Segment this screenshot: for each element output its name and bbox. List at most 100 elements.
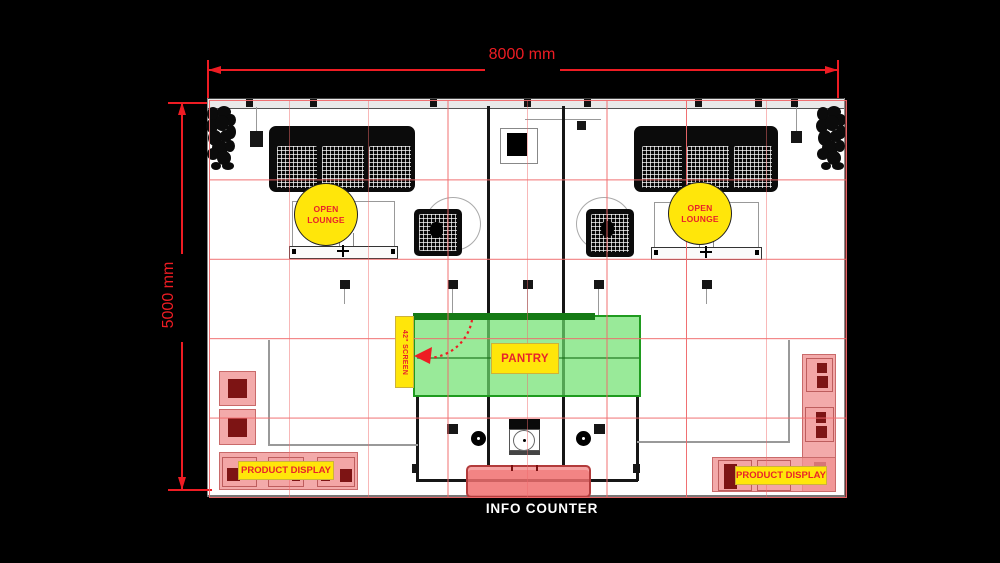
post [447, 424, 458, 434]
product-display-text: PRODUCT DISPLAY [241, 465, 331, 476]
open-lounge-label: OPEN LOUNGE [307, 204, 345, 225]
display-shelf [219, 371, 256, 406]
bench-cap [292, 249, 296, 254]
armchair-right [586, 209, 634, 257]
stool-center [477, 437, 480, 440]
sofa-seat [277, 146, 317, 188]
lounge-bench-right [651, 246, 762, 260]
stool [576, 431, 591, 446]
storage-box [507, 133, 527, 156]
post [340, 280, 350, 289]
wall-light [584, 99, 591, 107]
display-unit [805, 407, 834, 442]
extension-line [168, 489, 212, 491]
display-product [817, 376, 828, 388]
bench-center-mark [700, 246, 712, 258]
extension-line [207, 60, 209, 98]
armchair-left [414, 209, 462, 256]
post [594, 280, 604, 289]
info-counter [466, 465, 591, 498]
post [594, 424, 605, 434]
wall-light [430, 99, 437, 107]
open-lounge-badge-left: OPEN LOUNGE [294, 183, 358, 246]
counter-mark [536, 465, 538, 471]
display-product [228, 379, 247, 398]
left-wall [207, 98, 208, 497]
sofa-seat [642, 146, 682, 188]
display-product [817, 363, 827, 373]
sofa-seat [734, 146, 772, 188]
arrow-up-icon [178, 102, 186, 115]
partition-wall [562, 106, 565, 465]
width-dimension-line [560, 69, 838, 71]
display-product [816, 426, 827, 438]
bench-cap [654, 250, 658, 255]
bench-center-mark [337, 245, 349, 257]
sofa-seat [369, 146, 411, 188]
arrow-right-icon [825, 66, 838, 74]
door-swing-arrow [414, 319, 474, 364]
display-product [816, 412, 826, 423]
hanger-line [796, 107, 797, 131]
plant-icon [206, 106, 236, 170]
hanger-line [256, 107, 257, 131]
extension-line [837, 60, 839, 98]
post [448, 280, 458, 289]
pantry-label-text: PANTRY [501, 352, 549, 365]
inner-wall [637, 441, 790, 443]
post-line [598, 289, 599, 317]
display-shelf [219, 409, 256, 445]
info-counter-label: INFO COUNTER [485, 501, 599, 516]
bench-cap [391, 249, 395, 254]
armchair-cushion [601, 221, 614, 237]
post-line [706, 289, 707, 304]
hanging-panel [577, 121, 586, 130]
pantry-label: PANTRY [491, 343, 559, 374]
height-dimension-line [181, 342, 183, 490]
height-dimension-line [181, 102, 183, 254]
post [702, 280, 712, 289]
wall-corner [412, 464, 419, 473]
screen-label: 42" SCREEN [395, 316, 414, 388]
display-product [340, 469, 352, 482]
partition-wall [487, 106, 490, 465]
inner-wall [788, 340, 790, 442]
width-dimension-line [208, 69, 485, 71]
hanging-panel [250, 131, 263, 147]
post [523, 280, 533, 289]
post-line [344, 289, 345, 304]
armchair-cushion [430, 222, 443, 238]
product-display-label-right: PRODUCT DISPLAY [735, 466, 827, 485]
height-dimension-label: 5000 mm [160, 261, 177, 329]
wall-light [310, 99, 317, 107]
wall-light [755, 99, 762, 107]
sink-top [509, 419, 540, 429]
inner-wall [268, 444, 418, 446]
wall-light [246, 99, 253, 107]
product-display-text: PRODUCT DISPLAY [736, 470, 826, 481]
wall-light [791, 99, 798, 107]
open-lounge-label: OPEN LOUNGE [681, 203, 719, 224]
stool-center [582, 437, 585, 440]
wall-light [695, 99, 702, 107]
bench-cap [755, 250, 759, 255]
hanging-panel [791, 131, 802, 143]
open-lounge-badge-right: OPEN LOUNGE [668, 182, 732, 245]
extension-line [168, 102, 207, 104]
display-unit [806, 358, 833, 392]
width-dimension-label: 8000 mm [488, 46, 556, 63]
sink-unit [509, 429, 540, 451]
arrow-down-icon [178, 477, 186, 490]
sink-drain [523, 439, 526, 442]
lounge-bench-left [289, 245, 398, 259]
wall-light [524, 99, 531, 107]
counter-mark [511, 465, 513, 471]
sink-base [509, 451, 540, 455]
stool [471, 431, 486, 446]
arrow-left-icon [208, 66, 221, 74]
inner-wall [268, 340, 270, 445]
product-display-label-left: PRODUCT DISPLAY [238, 461, 334, 480]
sofa-seat [322, 146, 364, 188]
wall-corner [633, 464, 640, 473]
